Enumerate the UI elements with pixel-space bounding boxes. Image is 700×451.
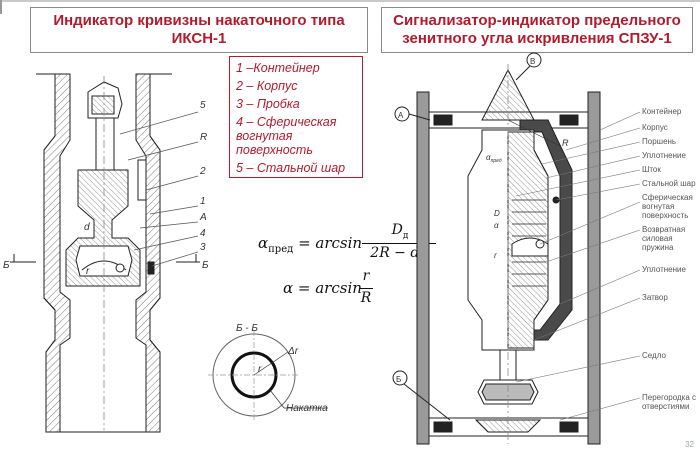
iksn-label-1: 1 — [200, 196, 206, 207]
left-title-box: Индикатор кривизны накаточного типа ИКСН… — [30, 7, 368, 53]
iksn-drawing — [10, 73, 200, 433]
iksn-label-2: 2 — [199, 166, 206, 177]
callout-uplotnenie-1: Уплотнение — [642, 151, 687, 160]
formula2-num: r — [362, 268, 370, 284]
callout-uplotnenie-2: Уплотнение — [642, 265, 687, 274]
formula2-lhs: α = arcsin — [283, 279, 362, 297]
callout-zatvor: Затвор — [642, 293, 668, 302]
spzu-label-A: А — [398, 111, 404, 120]
formula1-den-sub: ш — [419, 253, 428, 264]
right-title-line2: зенитного угла искривления СПЗУ-1 — [402, 30, 672, 47]
legend-item-5: 5 – Стальной шар — [236, 161, 346, 175]
iksn-label-5: 5 — [200, 100, 206, 111]
callout-stalnoj-shar: Стальной шар — [642, 179, 696, 188]
top-corner-mark — [0, 0, 2, 14]
iksn-label-B-left: Б — [3, 260, 10, 271]
formula1-lhs-sub: пред — [268, 244, 294, 255]
iksn-label-B-right: Б — [202, 260, 209, 271]
formula-alpha: α = arcsin r R — [283, 268, 383, 310]
iksn-label-R: R — [200, 132, 207, 143]
iksn-label-A: A — [199, 212, 207, 223]
spzu-callouts: Контейнер Корпус Поршень Уплотнение Шток… — [642, 107, 696, 411]
callout-porshen: Поршень — [642, 137, 676, 146]
top-rule — [0, 0, 700, 2]
callout-shtok: Шток — [642, 165, 661, 174]
legend-item-2: 2 – Корпус — [236, 79, 298, 93]
iksn-label-r: r — [86, 266, 90, 277]
page-number: 32 — [685, 440, 694, 449]
legend-item-4: 4 – Сферическая вогнутая поверхность — [236, 115, 337, 157]
left-title-line1: Индикатор кривизны накаточного типа — [53, 12, 345, 29]
spzu-label-alpha-pred: αпред — [486, 153, 502, 164]
section-r: r — [258, 364, 262, 375]
right-title-box: Сигнализатор-индикатор предельного зенит… — [381, 7, 693, 53]
legend-box: 1 –Контейнер 2 – Корпус 3 – Пробка 4 – С… — [229, 56, 363, 178]
formula1-lhs: α — [258, 234, 269, 252]
spzu-label-R: R — [562, 138, 569, 148]
spzu-label-B: В — [530, 57, 535, 66]
formula1-num-sub: д — [402, 230, 409, 241]
formula1-fn: = arcsin — [298, 234, 363, 252]
section-nakatka: Накатка — [286, 403, 328, 414]
callout-kontejner: Контейнер — [642, 107, 682, 116]
spzu-label-r: r — [494, 251, 497, 260]
formula-alpha-pred: αпред = arcsin Dд 2R − dш — [258, 222, 436, 266]
callout-sedlo: Седло — [642, 351, 666, 360]
section-dr: Δr — [287, 346, 299, 357]
right-title-line1: Сигнализатор-индикатор предельного — [393, 12, 681, 29]
legend-item-1: 1 –Контейнер — [236, 61, 320, 75]
iksn-label-4: 4 — [200, 228, 206, 239]
iksn-label-3: 3 — [200, 242, 206, 253]
section-title: Б - Б — [236, 323, 258, 334]
formula1-fraction-bar — [362, 243, 436, 244]
legend-item-3: 3 – Пробка — [236, 97, 300, 111]
section-bb-drawing — [208, 330, 328, 420]
formula2-fraction-bar — [359, 288, 373, 289]
spzu-label-alpha: α — [494, 221, 499, 230]
spzu-label-D: D — [494, 209, 500, 218]
formula1-num: D — [391, 222, 403, 238]
formula2-den: R — [360, 290, 372, 306]
callout-korpus: Корпус — [642, 123, 668, 132]
formula1-den: 2R − d — [370, 245, 420, 261]
iksn-label-d: d — [84, 222, 90, 233]
spzu-label-Bb: Б — [396, 375, 401, 384]
left-title-line2: ИКСН-1 — [171, 30, 227, 47]
